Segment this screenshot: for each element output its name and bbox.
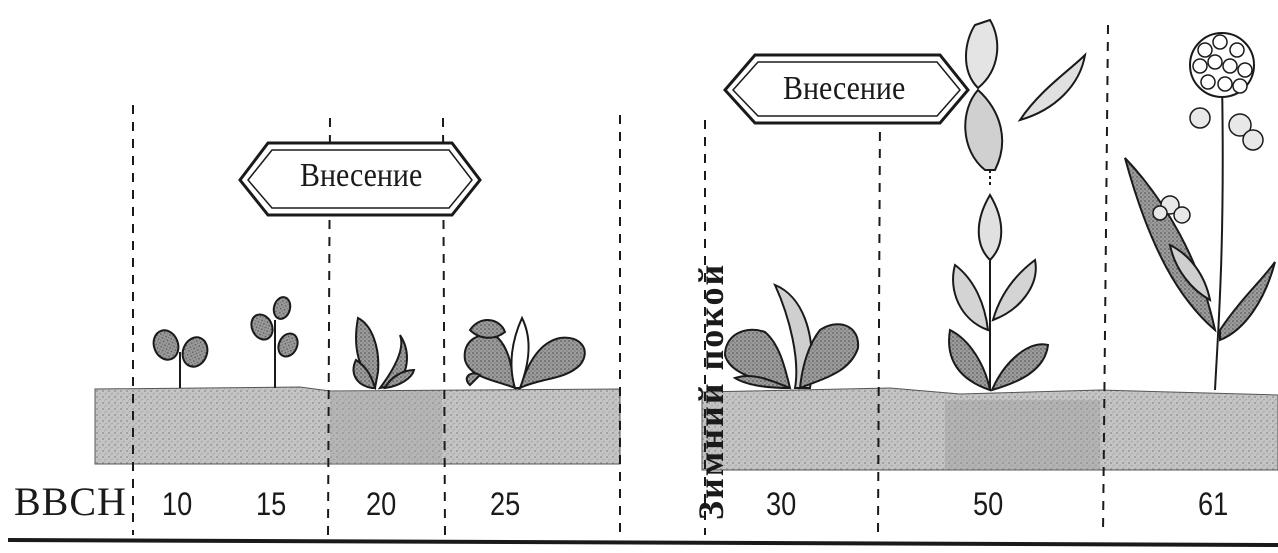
stage-label-10: 10 (162, 486, 192, 523)
plant-stage-10 (150, 327, 212, 388)
stage-label-15: 15 (256, 486, 286, 523)
plant-stage-15 (247, 295, 301, 388)
stage-label-61: 61 (1198, 486, 1228, 523)
plant-stage-25 (465, 318, 585, 388)
stage-label-20: 20 (366, 486, 396, 523)
winter-dormancy-label: Зимний покой (690, 120, 732, 520)
application-label-autumn: Внесение (300, 157, 422, 195)
stage-label-30: 30 (766, 486, 796, 523)
timeline-baseline (8, 540, 1278, 545)
stage-label-50: 50 (973, 486, 1003, 523)
plant-stage-50 (949, 20, 1085, 390)
plant-stage-20 (354, 318, 414, 388)
plant-stage-61 (1125, 33, 1275, 390)
bbch-axis-title: BBCH (14, 478, 127, 525)
plant-stage-30 (725, 285, 858, 388)
stage-label-25: 25 (490, 486, 520, 523)
soil-strip (95, 387, 1278, 470)
application-label-spring: Внесение (783, 70, 905, 108)
